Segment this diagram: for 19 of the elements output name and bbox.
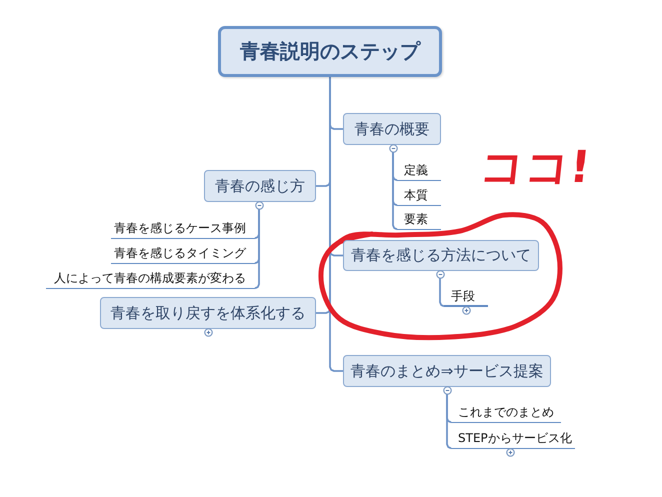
connector-line: [392, 152, 398, 230]
handwritten-note: ココ!: [478, 146, 592, 190]
topic-box: 青春を感じる方法について: [343, 240, 539, 271]
subtopic-label: 青春を感じるタイミング: [111, 244, 255, 264]
subtopic-label: 要素: [397, 210, 441, 230]
subtopic-label: 人によって青春の構成要素が変わる: [46, 269, 255, 289]
central-topic-box: 青春説明のステップ: [218, 26, 442, 77]
topic-box: 青春の概要: [343, 113, 441, 145]
subtopic-label: 青春を感じるケース事例: [111, 219, 255, 239]
topic-box: 青春のまとめ⇒サービス提案: [343, 355, 551, 387]
connector-line: [446, 394, 452, 450]
subtopic-label: 定義: [397, 161, 441, 181]
subtopic-label: 本質: [397, 186, 441, 206]
subtopic-label: STEPからサービス化: [451, 429, 575, 449]
subtopic-label: これまでのまとめ: [451, 403, 561, 423]
topic-box: 青春を取り戻すを体系化する: [100, 297, 316, 329]
connector-line: [439, 278, 445, 308]
topic-box: 青春の感じ方: [204, 170, 316, 202]
connector-line: [254, 210, 260, 290]
